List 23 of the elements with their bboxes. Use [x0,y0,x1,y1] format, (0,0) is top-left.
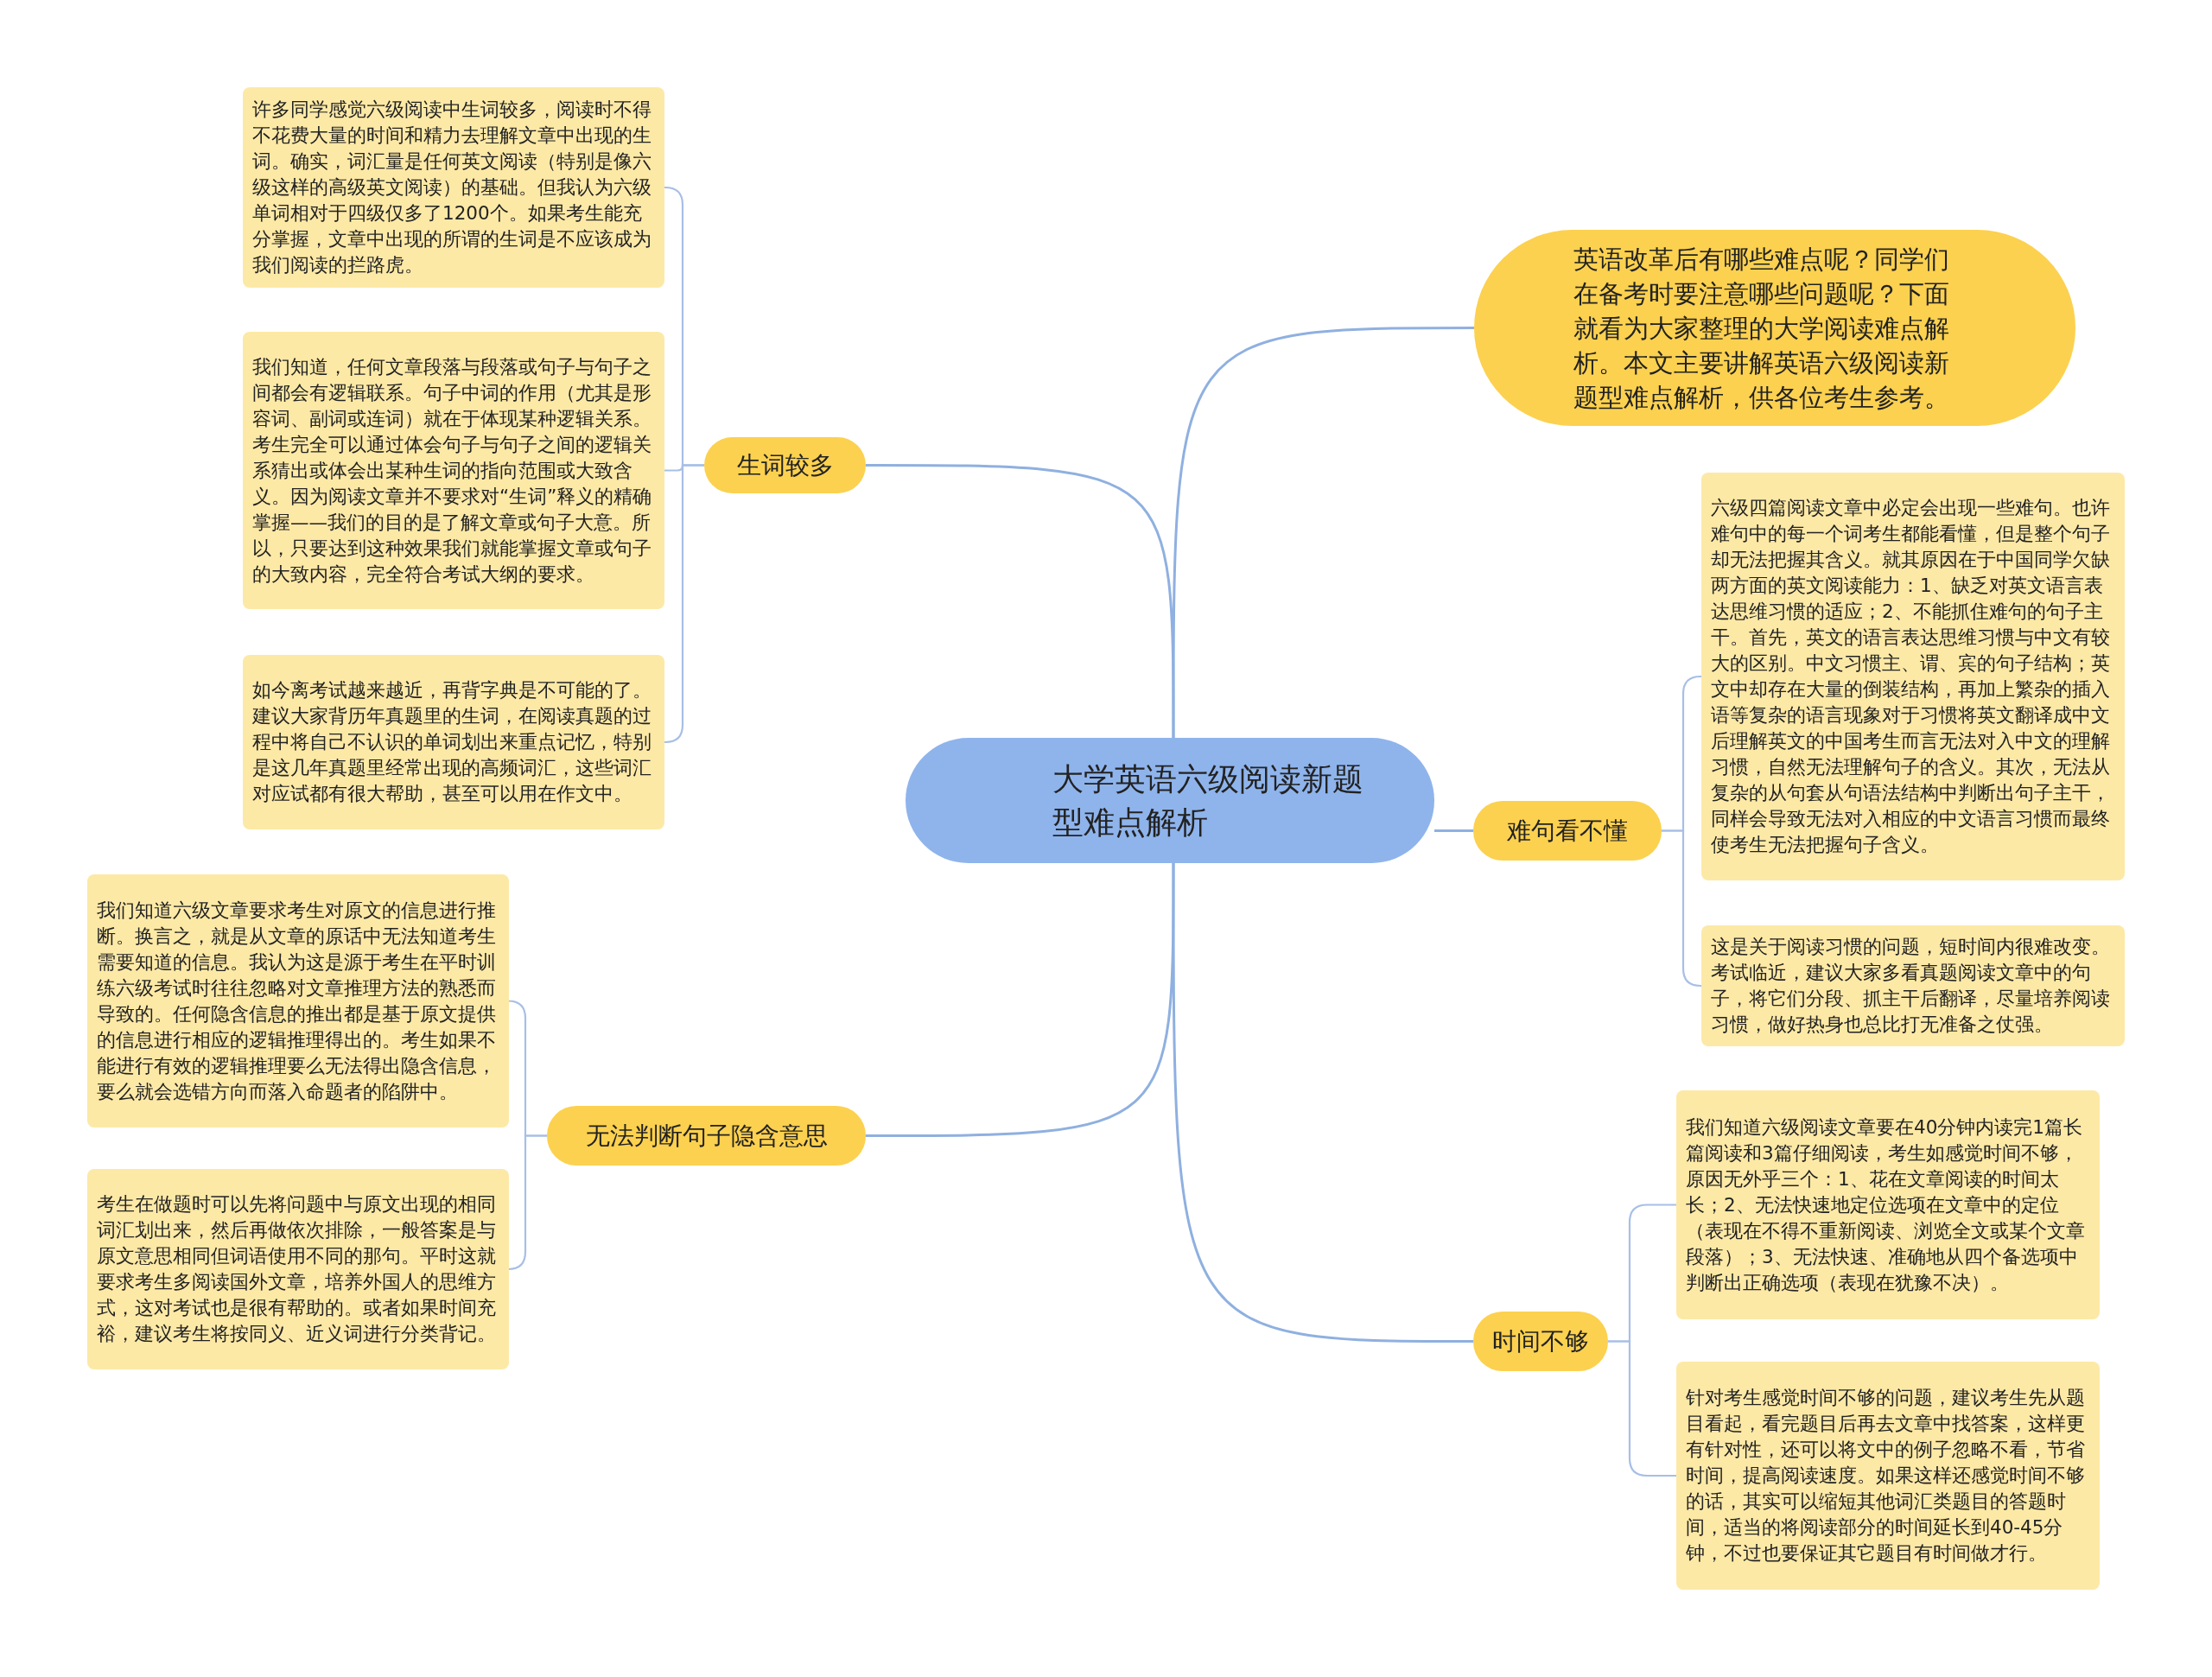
note-box: 考生在做题时可以先将问题中与原文出现的相同词汇划出来，然后再做依次排除，一般答案是与原文意思相同但词语使用不同的那句。平时这就要求考生多阅读国外文章，培养外国人的思维方式，这对考试也是很有帮助的。或者如果时间充裕，建议考生将按同义、近义词进行分类背记。 [87,1169,509,1369]
note-box: 六级四篇阅读文章中必定会出现一些难句。也许难句中的每一个词考生都能看懂，但是整个句子却无法把握其含义。就其原因在于中国同学欠缺两方面的英文阅读能力：1、缺乏对英文语言表达思维习惯的适应；2、不能抓住难句的句子主干。首先，英文的语言表达思维习惯与中文有较大的区别。中文习惯主、谓、宾的句子结构；英文中却存在大量的倒装结构，再加上繁杂的插入语等复杂的语言现象对于习惯将英文翻译成中文后理解英文的中国考生而言无法对入中文的理解习惯，自然无法理解句子的含义。其次，无法从复杂的从句套从句语法结构中判断出句子主干，同样会导致无法对入相应的中文语言习惯而最终使考生无法把握句子含义。 [1701,473,2125,880]
topic-box: 难句看不懂 [1473,801,1662,861]
topic-box: 无法判断句子隐含意思 [547,1106,866,1166]
connector-line [1172,327,1474,738]
note-box: 我们知道六级阅读文章要在40分钟内读完1篇长篇阅读和3篇仔细阅读，考生如感觉时间不够，原因无外乎三个：1、花在文章阅读的时间太长；2、无法快速地定位选项在文章中的定位（表现在不得不重新阅读、浏览全文或某个文章段落）；3、无法快速、准确地从四个备选项中判断出正确选项（表现在犹豫不决）。 [1676,1090,2100,1319]
note-box: 我们知道，任何文章段落与段落或句子与句子之间都会有逻辑联系。句子中词的作用（尤其是形容词、副词或连词）就在于体现某种逻辑关系。考生完全可以通过体会句子与句子之间的逻辑关系猜出或体会出某种生词的指向范围或大致含义。因为阅读文章并不要求对“生词”释义的精确掌握——我们的目的是了解文章或句子大意。所以，只要达到这种效果我们就能掌握文章或句子的大致内容，完全符合考试大纲的要求。 [243,332,664,609]
note-box: 我们知道六级文章要求考生对原文的信息进行推断。换言之，就是从文章的原话中无法知道考生需要知道的信息。我认为这是源于考生在平时训练六级考试时往往忽略对文章推理方法的熟悉而导致的。任何隐含信息的推出都是基于原文提供的信息进行相应的逻辑推理得出的。考生如果不能进行有效的逻辑推理要么无法得出隐含信息，要么就会选错方向而落入命题者的陷阱中。 [87,874,509,1128]
connector-line [866,464,1175,738]
connector-line [1172,863,1473,1343]
intro-bubble: 英语改革后有哪些难点呢？同学们在备考时要注意哪些问题呢？下面就看为大家整理的大学阅读难点解析。本文主要讲解英语六级阅读新题型难点解析，供各位考生参考。 [1474,230,2075,426]
note-box: 针对考生感觉时间不够的问题，建议考生先从题目看起，看完题目后再去文章中找答案，这样更有针对性，还可以将文中的例子忽略不看，节省时间，提高阅读速度。如果这样还感觉时间不够的话，其实可以缩短其他词汇类题目的答题时间，适当的将阅读部分的时间延长到40-45分钟，不过也要保证其它题目有时间做才行。 [1676,1362,2100,1590]
connector-line [1434,829,1473,832]
note-box: 许多同学感觉六级阅读中生词较多，阅读时不得不花费大量的时间和精力去理解文章中出现的生词。确实，词汇量是任何英文阅读（特别是像六级这样的高级英文阅读）的基础。但我认为六级单词相对于四级仅多了1200个。如果考生能充分掌握，文章中出现的所谓的生词是不应该成为我们阅读的拦路虎。 [243,87,664,288]
connector-line [664,464,704,744]
connector-line [866,863,1175,1137]
connector-line [1662,829,1702,988]
central-topic: 大学英语六级阅读新题型难点解析 [906,738,1434,863]
topic-box: 时间不够 [1473,1312,1608,1371]
connector-line [1608,1340,1676,1477]
note-box: 如今离考试越来越近，再背字典是不可能的了。建议大家背历年真题里的生词，在阅读真题的过程中将自己不认识的单词划出来重点记忆，特别是这几年真题里经常出现的高频词汇，这些词汇对应试都有很大帮助，甚至可以用在作文中。 [243,655,664,829]
topic-box: 生词较多 [704,437,866,493]
note-box: 这是关于阅读习惯的问题，短时间内很难改变。考试临近，建议大家多看真题阅读文章中的句子，将它们分段、抓主干后翻译，尽量培养阅读习惯，做好热身也总比打无准备之仗强。 [1701,925,2125,1046]
